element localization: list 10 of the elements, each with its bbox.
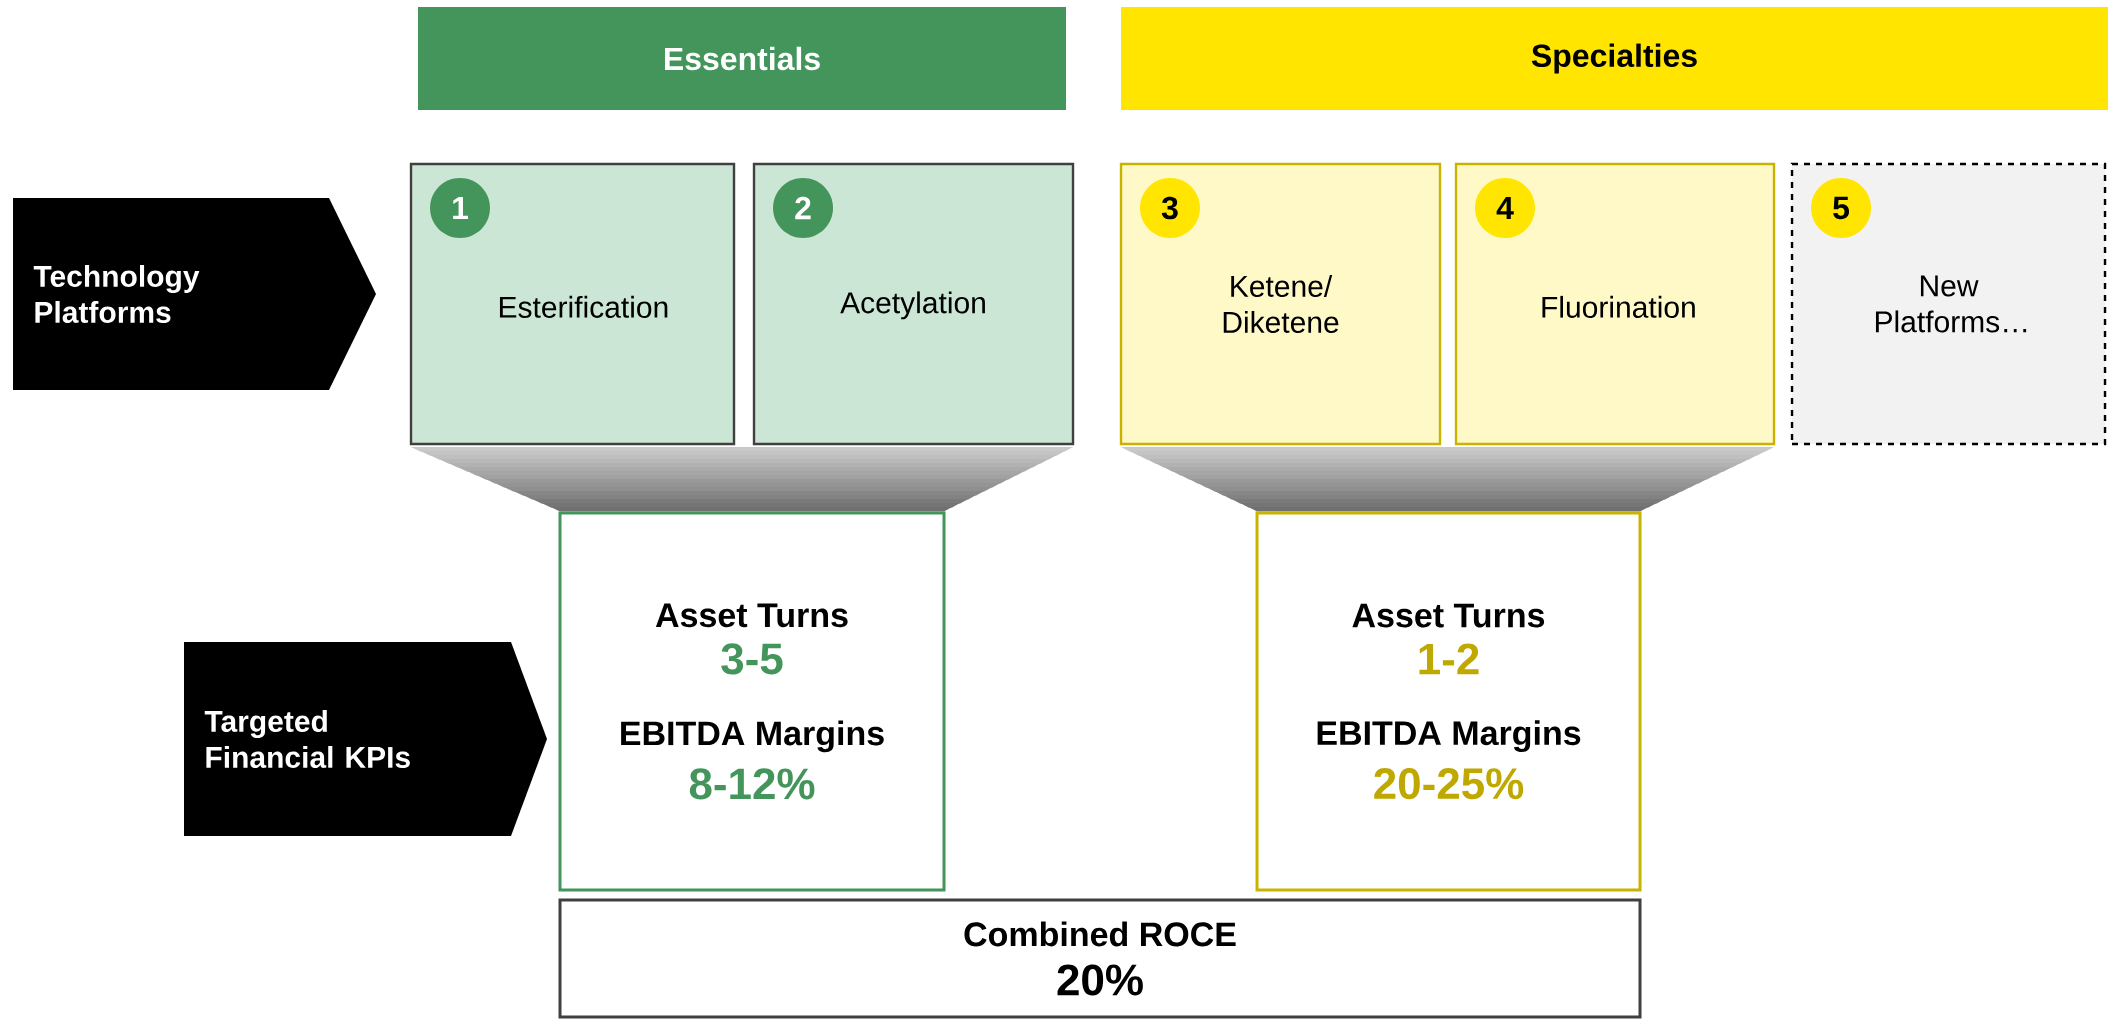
number-badge: 1 <box>430 178 490 238</box>
kpi-box: Asset Turns 1-2 EBITDA Margins 20-25% <box>1255 511 1642 892</box>
number-badge: 5 <box>1811 178 1871 238</box>
number-badge: 3 <box>1140 178 1200 238</box>
total-box: Combined ROCE 20% <box>558 898 1642 1019</box>
number-badge: 4 <box>1475 178 1535 238</box>
kpi-box: Asset Turns 3-5 EBITDA Margins 8-12% <box>558 511 946 892</box>
number-badge: 2 <box>773 178 833 238</box>
header-banner: Essentials <box>418 7 1066 110</box>
header-banner: Specialties <box>1121 7 2108 110</box>
